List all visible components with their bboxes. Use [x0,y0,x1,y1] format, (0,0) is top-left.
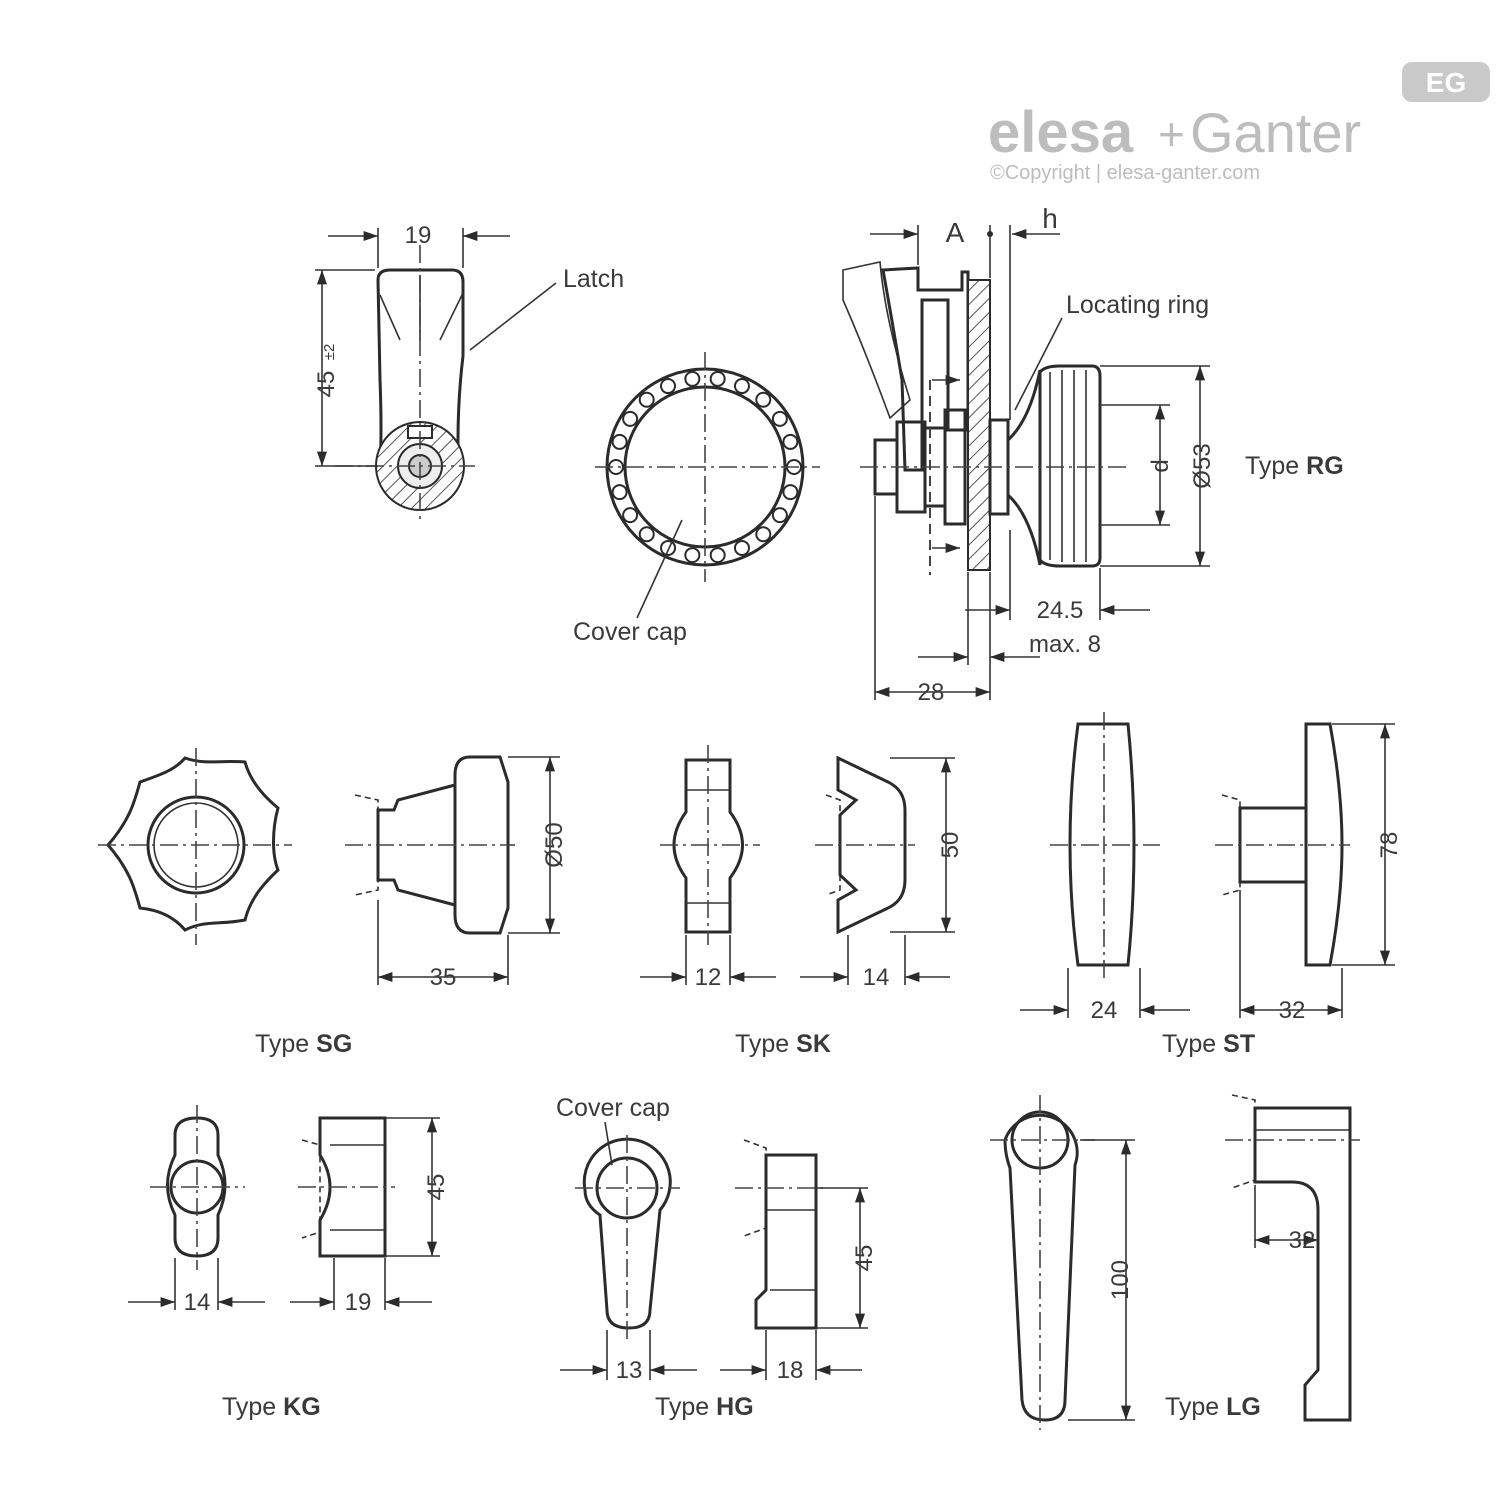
dim-latch-height-tol: ±2 [321,344,338,361]
sk-side [836,755,907,935]
dim-24-5: 24.5 [1037,597,1084,624]
sk-front [672,758,744,934]
brand-name-part2: Ganter [1190,101,1361,164]
sg-star-knob [106,756,280,932]
hg-dim-height: 45 [851,1245,878,1272]
knurl-notch [782,433,799,450]
dim-53: Ø53 [1189,443,1216,488]
type-hg: Cover cap 45 13 18 Type HG [556,1094,878,1421]
kg-side [318,1116,387,1258]
type-kg-label: Type KG [222,1393,321,1421]
rg-side-section: A h Locating ring d Ø53 24.5 max. 8 28 T… [842,203,1344,706]
st-dim-width: 24 [1091,997,1118,1024]
hg-cover-cap-label: Cover cap [556,1094,670,1122]
knurl-notch [622,410,639,427]
knurl-notch [684,370,701,387]
type-hg-label: Type HG [655,1393,754,1421]
knob-side [1038,364,1102,568]
dim-28: 28 [918,679,945,706]
kg-dim-length: 19 [345,1289,372,1316]
knurl-notch [622,507,639,524]
locating-ring [1006,369,1042,566]
latch-body [376,268,465,472]
st-dim-height: 78 [1376,832,1403,859]
type-rg-label: Type RG [1245,452,1344,480]
knurl-notch [611,484,628,501]
latch-label: Latch [563,265,624,293]
lg-dim-height: 100 [1107,1260,1134,1300]
knurl-notch [733,539,750,556]
knurl-notch [684,547,701,564]
knurl-notch [638,526,655,543]
type-lg-label: Type LG [1165,1393,1261,1421]
dim-h: h [1042,203,1058,234]
knurl-notch [771,507,788,524]
sg-dim-diameter: Ø50 [541,822,568,867]
type-st-label: Type ST [1162,1030,1255,1058]
brand-name-part1: elesa [988,100,1134,165]
latch-section [881,266,970,472]
type-kg: 45 14 19 Type KG [128,1105,450,1421]
type-st: 78 24 32 Type ST [1020,712,1403,1058]
sg-side-knob [453,755,510,935]
st-dim-length: 32 [1279,997,1306,1024]
kg-dim-height: 45 [423,1174,450,1201]
sk-dim-width: 12 [695,964,722,991]
type-sk: 50 12 14 Type SK [640,745,964,1058]
knurl-notch [660,539,677,556]
knurl-notch [611,433,628,450]
cover-cap-label: Cover cap [573,618,687,646]
lg-front [1003,1113,1079,1422]
panel-wall [967,279,991,571]
dim-d: d [1147,459,1174,472]
lg-dim-offset: 32 [1289,1227,1316,1254]
dim-latch-height: 45 [313,371,340,398]
knurl-notch [755,391,772,408]
hg-dim-length: 18 [777,1357,804,1384]
knurl-ring [608,370,802,564]
locating-ring-label: Locating ring [1066,291,1209,319]
type-sg: Ø50 35 Type SG [98,748,568,1058]
dim-latch-width: 19 [405,222,432,249]
dim-max8: max. 8 [1029,631,1101,658]
brand-logo: EG elesa + Ganter ©Copyright | elesa-gan… [988,62,1490,184]
knurl-notch [660,378,677,395]
brand-badge-text: EG [1426,67,1466,98]
dim-A: A [946,217,965,248]
st-front [1068,722,1136,967]
sk-dim-height: 50 [937,832,964,859]
knurl-notch [782,484,799,501]
hg-front [582,1137,672,1330]
hg-dim-width: 13 [616,1357,643,1384]
latch-ghost [842,261,911,420]
brand-badge [1402,62,1490,102]
kg-dim-width: 14 [184,1289,211,1316]
sk-dim-length: 14 [863,964,890,991]
latch-view: 19 45 ±2 Latch [313,222,624,520]
type-sg-label: Type SG [255,1030,352,1058]
knurl-notch [709,370,726,387]
knurl-notch [755,526,772,543]
knob-front-view: Cover cap [573,352,820,646]
lg-side [1253,1106,1352,1422]
knurl-notch [733,378,750,395]
hg-side [754,1153,818,1330]
knurl-notch [709,547,726,564]
type-lg: 100 32 Type LG [990,1094,1360,1430]
type-sk-label: Type SK [735,1030,831,1058]
knurl-notch [638,391,655,408]
brand-plus: + [1158,108,1185,160]
knurl-notch [771,410,788,427]
sg-dim-length: 35 [430,964,457,991]
brand-copyright: ©Copyright | elesa-ganter.com [990,162,1260,184]
